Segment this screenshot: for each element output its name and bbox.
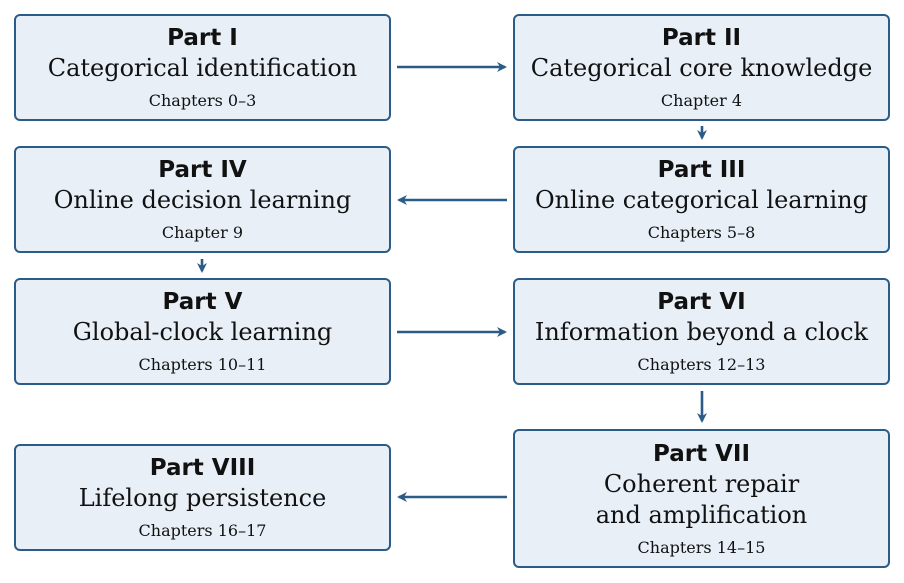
part-description: Lifelong persistence	[78, 484, 327, 512]
part-title: Part II	[661, 25, 742, 51]
part-description: Categorical core knowledge	[530, 54, 873, 82]
part-description: Online decision learning	[53, 186, 352, 214]
part-chapters: Chapter 4	[660, 91, 743, 110]
part-description-line-2: and amplification	[595, 500, 808, 529]
part-description-line-1: Coherent repair	[603, 469, 800, 498]
part-v-box: Part V Global-clock learning Chapters 10…	[14, 278, 391, 385]
part-description: Categorical identification	[47, 54, 358, 82]
part-i-box: Part I Categorical identification Chapte…	[14, 14, 391, 121]
part-vi-box: Part VI Information beyond a clock Chapt…	[513, 278, 890, 385]
part-vii-box: Part VII Coherent repair and amplificati…	[513, 429, 890, 568]
part-chapters: Chapters 0–3	[148, 91, 257, 110]
part-title: Part VIII	[149, 455, 256, 481]
part-chapters: Chapters 14–15	[637, 537, 766, 557]
part-title: Part III	[657, 157, 746, 183]
part-description: Online categorical learning	[535, 186, 868, 214]
part-iv-box: Part IV Online decision learning Chapter…	[14, 146, 391, 253]
part-description: Information beyond a clock	[534, 318, 869, 346]
part-title: Part IV	[158, 157, 247, 183]
part-chapters: Chapters 10–11	[138, 355, 267, 374]
part-ii-box: Part II Categorical core knowledge Chapt…	[513, 14, 890, 121]
part-iii-box: Part III Online categorical learning Cha…	[513, 146, 890, 253]
part-description: Global-clock learning	[72, 318, 333, 346]
part-chapters: Chapters 12–13	[637, 355, 766, 374]
part-title: Part I	[167, 25, 238, 51]
part-chapters: Chapter 9	[161, 223, 244, 242]
part-viii-box: Part VIII Lifelong persistence Chapters …	[14, 444, 391, 551]
part-chapters: Chapters 5–8	[647, 223, 756, 242]
part-chapters: Chapters 16–17	[138, 521, 267, 540]
part-title: Part VII	[652, 440, 751, 467]
part-title: Part VI	[657, 289, 746, 315]
part-title: Part V	[162, 289, 243, 315]
